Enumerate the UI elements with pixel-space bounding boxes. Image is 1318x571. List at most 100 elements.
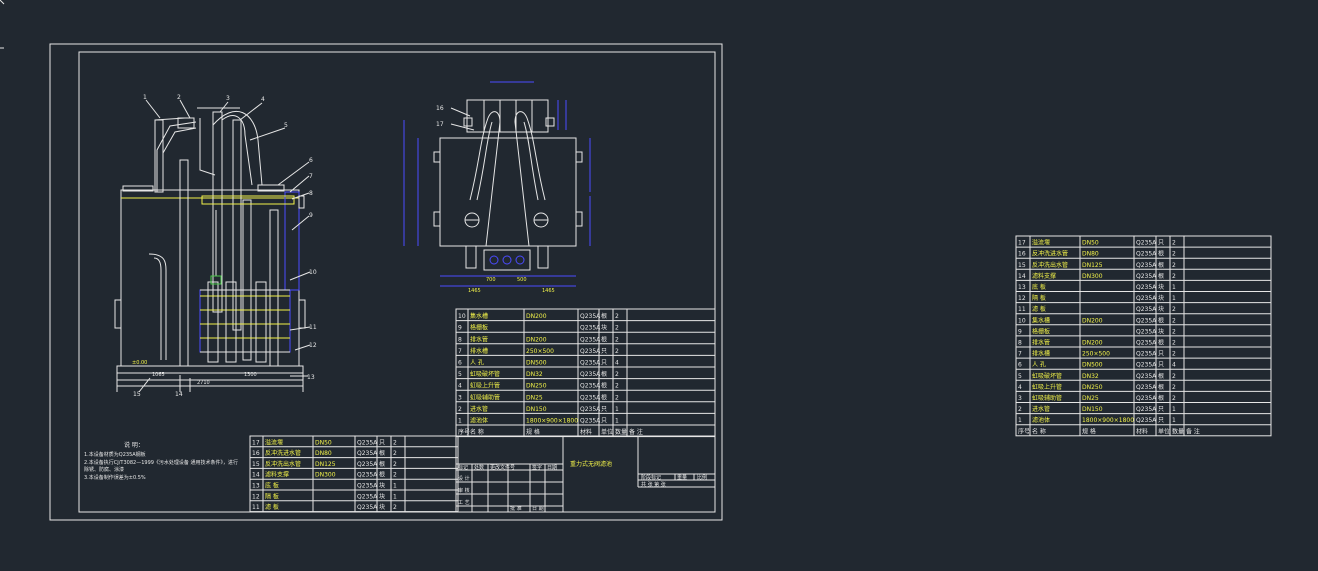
table-cell-mat: Q235A: [1136, 251, 1157, 258]
table-cell-spec: DN80: [315, 450, 332, 457]
table-cell-name: 排水管: [1032, 339, 1050, 347]
table-cell-no: 13: [252, 483, 260, 490]
dim-right: 1300: [244, 372, 257, 378]
table-cell-name: 溢流堰: [1032, 239, 1050, 247]
table-cell-qty: 1: [615, 406, 619, 413]
table-cell-mat: Q235A: [357, 450, 378, 457]
approve-label: 批 准: [510, 505, 522, 512]
table-cell-mat: Q235A: [1136, 262, 1157, 269]
table-cell-mat: Q235A: [357, 472, 378, 479]
table-cell-spec: DN80: [1082, 251, 1099, 258]
table-cell-mat: Q235A: [357, 504, 378, 511]
balloon-13: 13: [307, 374, 315, 381]
table-cell-unit: 块: [1158, 283, 1164, 291]
table-cell-name: 格栅板: [1032, 327, 1050, 335]
table-cell-mat: Q235A: [1136, 284, 1157, 291]
water-level: ±0.00: [132, 360, 147, 366]
label-change: 更改文件号: [490, 464, 515, 471]
weight-label: 重量: [677, 474, 687, 481]
table-cell-no: 15: [252, 461, 260, 468]
table-cell-qty: 2: [1172, 351, 1176, 358]
table-cell-qty: 2: [615, 371, 619, 378]
table-cell-unit: 只: [1158, 351, 1164, 358]
table-cell-spec: 250×500: [1082, 351, 1110, 358]
table-cell-unit: 根: [1158, 272, 1164, 280]
table-cell-unit: 块: [379, 482, 385, 490]
table-cell-no: 3: [458, 394, 462, 401]
table-cell-no: 6: [458, 360, 462, 367]
table-header-qty: 数量: [1172, 427, 1184, 435]
note-line-3: 除锈、防腐、涂漆: [84, 466, 124, 473]
table-cell-name: 虹吸破坏管: [1032, 372, 1062, 380]
table-cell-mat: Q235A: [1136, 417, 1157, 424]
title-block: 重力式无阀滤池 标记 处数 更改文件号 签字 日期 设 计 审 核 工 艺 批 …: [455, 435, 716, 513]
table-cell-unit: 根: [601, 370, 607, 378]
table-cell-qty: 2: [393, 439, 397, 446]
table-cell-unit: 只: [601, 360, 607, 367]
table-cell-unit: 根: [1158, 339, 1164, 347]
table-cell-unit: 只: [1158, 362, 1164, 369]
dim-total: 2710: [197, 380, 210, 386]
table-cell-no: 6: [1018, 362, 1022, 369]
table-cell-name: 进水管: [1032, 405, 1050, 413]
table-cell-mat: Q235A: [580, 313, 601, 320]
table-cell-no: 7: [458, 348, 462, 355]
table-cell-unit: 块: [1158, 305, 1164, 313]
table-cell-spec: DN500: [1082, 362, 1103, 369]
table-cell-unit: 根: [601, 382, 607, 390]
balloon-3: 3: [226, 95, 230, 102]
table-cell-spec: DN200: [526, 336, 547, 343]
table-cell-unit: 根: [1158, 383, 1164, 391]
table-cell-no: 17: [252, 439, 260, 446]
table-cell-spec: DN125: [315, 461, 336, 468]
table-cell-unit: 块: [1158, 327, 1164, 335]
table-cell-spec: 1800×900×1800: [526, 418, 578, 425]
table-header-name: 名 称: [1032, 427, 1046, 435]
table-cell-unit: 只: [1158, 417, 1164, 424]
table-cell-unit: 只: [379, 439, 385, 446]
table-cell-mat: Q235A: [1136, 328, 1157, 335]
table-header-note: 备 注: [629, 428, 643, 436]
balloon-2: 2: [177, 94, 181, 101]
table-cell-spec: DN500: [526, 360, 547, 367]
table-cell-no: 9: [1018, 328, 1022, 335]
table-cell-mat: Q235A: [580, 325, 601, 332]
table-cell-mat: Q235A: [580, 406, 601, 413]
table-cell-unit: 根: [1158, 394, 1164, 402]
table-header-note: 备 注: [1186, 427, 1200, 435]
balloon-8: 8: [309, 190, 313, 197]
table-header-spec: 规 格: [1082, 427, 1096, 435]
table-cell-spec: DN150: [526, 406, 547, 413]
table-cell-name: 虹吸上升管: [1032, 383, 1062, 391]
table-cell-qty: 2: [615, 336, 619, 343]
note-line-1: 1.本设备材质为Q235A钢板: [84, 451, 146, 458]
balloon-11: 11: [309, 324, 317, 331]
label-sign: 签字: [532, 464, 542, 471]
table-cell-spec: DN50: [315, 439, 332, 446]
table-cell-spec: DN32: [1082, 373, 1099, 380]
balloon-7: 7: [309, 173, 313, 180]
dim-plan-mid-b: 500: [517, 277, 527, 283]
table-cell-no: 11: [252, 504, 260, 511]
notes-title: 说 明：: [124, 441, 144, 449]
table-cell-mat: Q235A: [1136, 351, 1157, 358]
table-cell-no: 3: [1018, 395, 1022, 402]
balloon-5: 5: [284, 122, 288, 129]
table-cell-mat: Q235A: [580, 336, 601, 343]
table-header-no: 序号: [458, 428, 470, 436]
table-cell-name: 虹吸破坏管: [470, 370, 500, 378]
table-cell-qty: 4: [615, 360, 619, 367]
scale-label: 比例: [697, 474, 707, 481]
drawing-title: 重力式无阀滤池: [570, 460, 612, 468]
table-cell-no: 8: [1018, 340, 1022, 347]
plan-view: 16 17 1465 700 500 1465: [403, 81, 591, 294]
table-cell-qty: 2: [615, 313, 619, 320]
table-cell-qty: 1: [1172, 295, 1176, 302]
table-cell-no: 12: [252, 493, 260, 500]
table-cell-mat: Q235A: [357, 493, 378, 500]
label-count: 处数: [474, 464, 484, 471]
table-cell-no: 11: [1018, 306, 1026, 313]
role-review: 审 核: [458, 487, 470, 494]
table-cell-mat: Q235A: [1136, 384, 1157, 391]
